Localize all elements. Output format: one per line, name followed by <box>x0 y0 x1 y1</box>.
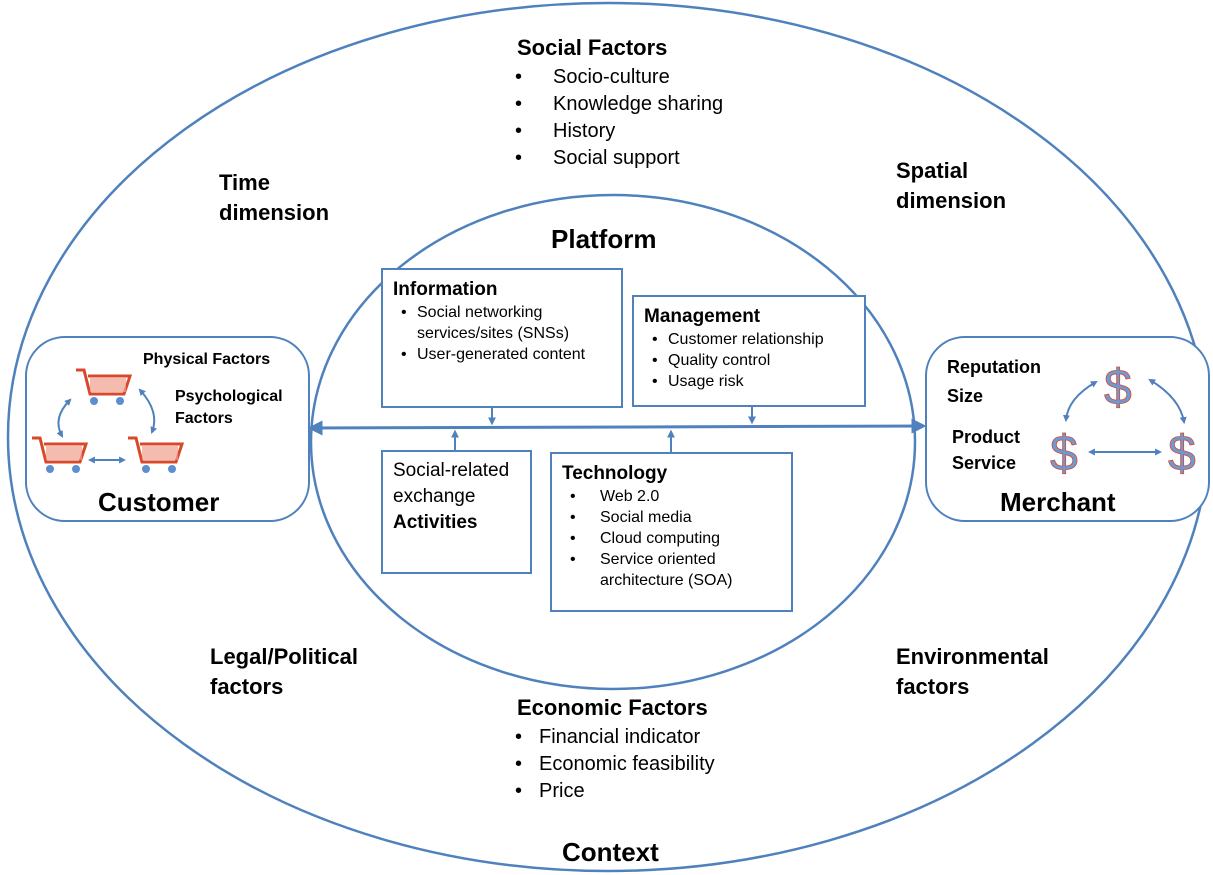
reputation-label: Reputation <box>947 357 1041 377</box>
information-list: Social networking services/sites (SNSs) … <box>393 302 611 365</box>
service-label: Service <box>952 453 1017 473</box>
list-item: Socio-culture <box>515 64 723 91</box>
list-item: Customer relationship <box>644 329 854 350</box>
svg-text:$: $ <box>1050 425 1078 481</box>
customer-title: Customer <box>98 487 220 517</box>
physical-factors-label: Physical Factors <box>143 351 271 368</box>
economic-factors-list: Financial indicator Economic feasibility… <box>515 724 715 805</box>
list-item: Quality control <box>644 350 854 371</box>
social-factors-title: Social Factors <box>517 35 668 60</box>
information-box: Information Social networking services/s… <box>381 268 623 408</box>
merchant-title: Merchant <box>1000 487 1116 517</box>
list-item: Knowledge sharing <box>515 91 723 118</box>
context-title: Context <box>562 837 659 867</box>
management-title: Management <box>644 306 761 327</box>
list-item: Economic feasibility <box>515 751 715 778</box>
shopping-cart-icon <box>76 368 133 405</box>
list-item: Usage risk <box>644 371 854 392</box>
product-label: Product <box>952 427 1021 447</box>
technology-title: Technology <box>562 463 668 484</box>
economic-factors-title: Economic Factors <box>517 695 708 720</box>
list-item: Social networking services/sites (SNSs) <box>393 302 611 344</box>
platform-title: Platform <box>551 224 657 254</box>
list-item: User-generated content <box>393 344 611 365</box>
merchant-cycle-arrow-left <box>1062 380 1098 423</box>
list-item: Social support <box>515 145 723 172</box>
dollar-sign-icon: $ <box>1050 425 1079 482</box>
svg-text:$: $ <box>1168 425 1196 481</box>
merchant-box <box>925 336 1210 522</box>
list-item: History <box>515 118 723 145</box>
legal-political-label: Legal/Political factors <box>210 644 358 699</box>
dollar-sign-icon: $ <box>1104 359 1133 416</box>
main-connector-arrow <box>307 418 927 436</box>
cart-cycle-arrow-left <box>56 398 72 438</box>
activities-text: Social-related exchange <box>393 460 510 507</box>
customer-box <box>25 336 310 522</box>
shopping-cart-icon <box>128 436 185 473</box>
svg-text:$: $ <box>1104 359 1132 415</box>
list-item: Service oriented architecture (SOA) <box>562 549 781 591</box>
information-title: Information <box>393 279 498 300</box>
list-item: Web 2.0 <box>562 486 781 507</box>
spatial-dimension-label: Spatial dimension <box>896 158 1007 213</box>
merchant-cycle-arrow-right <box>1148 378 1187 425</box>
list-item: Financial indicator <box>515 724 715 751</box>
management-list: Customer relationship Quality control Us… <box>644 329 854 392</box>
dollar-sign-icon: $ <box>1168 425 1197 482</box>
technology-list: Web 2.0 Social media Cloud computing Ser… <box>562 486 781 591</box>
list-item: Social media <box>562 507 781 528</box>
activities-bold: Activities <box>393 512 478 533</box>
psychological-factors-label: Psychological Factors <box>175 388 283 427</box>
management-box: Management Customer relationship Quality… <box>632 295 866 407</box>
platform-ellipse <box>309 193 917 691</box>
social-factors-list: Socio-culture Knowledge sharing History … <box>515 64 723 172</box>
activities-box: Social-related exchange Activities <box>381 450 532 574</box>
list-item: Cloud computing <box>562 528 781 549</box>
environmental-label: Environmental factors <box>896 644 1049 699</box>
time-dimension-label: Time dimension <box>219 170 330 225</box>
list-item: Price <box>515 778 715 805</box>
cart-cycle-arrow-right <box>138 388 158 434</box>
shopping-cart-icon <box>32 436 89 473</box>
technology-box: Technology Web 2.0 Social media Cloud co… <box>550 452 793 612</box>
size-label: Size <box>947 386 984 406</box>
